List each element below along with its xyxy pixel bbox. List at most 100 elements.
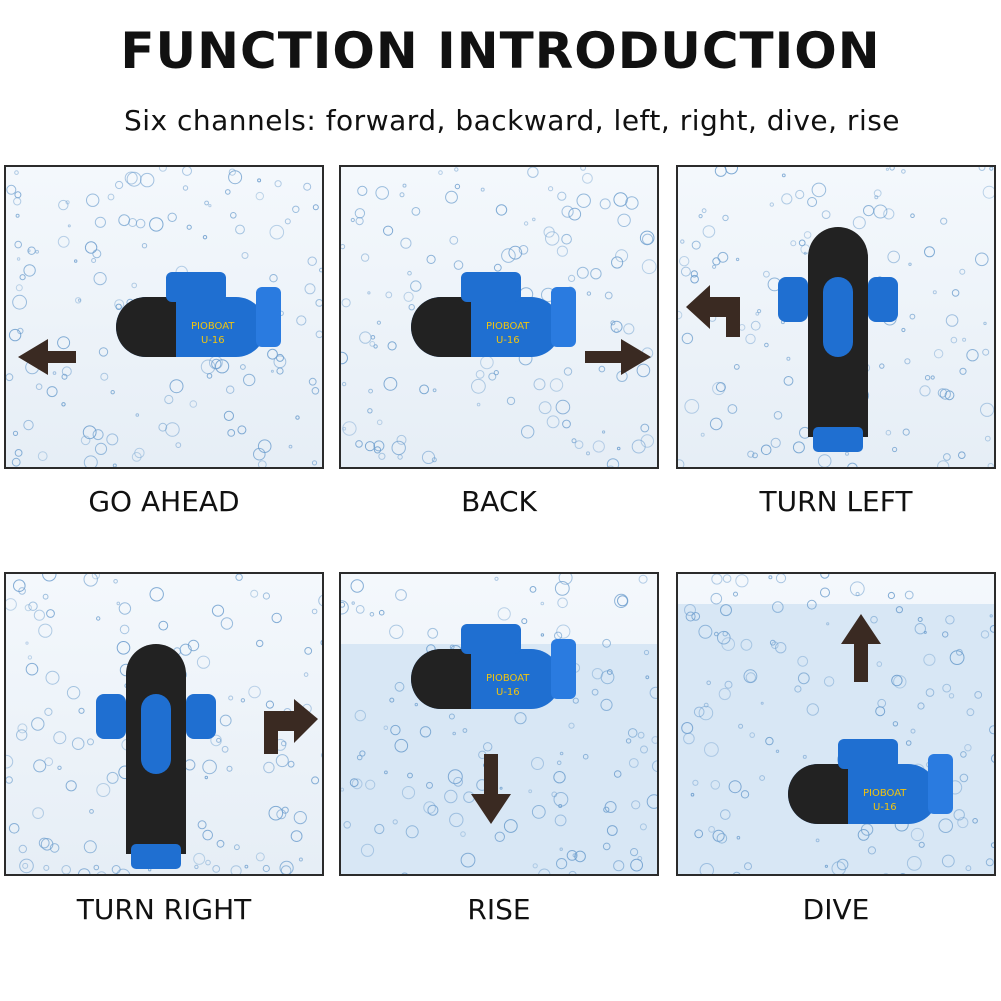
- water-bubble: [93, 864, 100, 871]
- water-bubble: [235, 224, 245, 235]
- water-bubble: [715, 382, 726, 393]
- water-bubble: [427, 627, 439, 639]
- water-bubble: [400, 237, 412, 249]
- water-bubble: [158, 422, 168, 432]
- water-bubble: [243, 373, 256, 387]
- water-bubble: [617, 595, 628, 607]
- turn-right-arrow-icon: [264, 699, 318, 754]
- water-bubble: [698, 624, 713, 639]
- water-bubble: [292, 205, 300, 213]
- water-bubble: [786, 356, 791, 361]
- water-bubble: [494, 576, 499, 581]
- water-bubble: [94, 442, 108, 455]
- water-bubble: [19, 274, 26, 281]
- water-bubble: [745, 333, 756, 345]
- water-bubble: [369, 341, 376, 347]
- water-bubble: [960, 751, 967, 758]
- water-bubble: [202, 829, 213, 841]
- water-bubble: [807, 197, 818, 207]
- water-bubble: [58, 199, 69, 211]
- water-bubble: [315, 299, 322, 307]
- water-bubble: [228, 695, 234, 701]
- water-bubble: [351, 601, 355, 605]
- water-bubble: [643, 649, 650, 656]
- water-bubble: [603, 806, 610, 813]
- model-text: U-16: [496, 335, 520, 346]
- water-bubble: [257, 178, 262, 183]
- water-bubble: [253, 447, 266, 461]
- water-bubble: [602, 638, 612, 648]
- panel-back: PIOBOAT U-16: [339, 165, 659, 469]
- water-bubble: [870, 615, 878, 624]
- panel-label-dive: DIVE: [802, 893, 870, 926]
- water-bubble: [700, 432, 705, 437]
- submarine-front-image: [6, 574, 322, 874]
- water-bubble: [262, 592, 270, 600]
- water-bubble: [368, 388, 374, 394]
- water-bubble: [568, 870, 577, 874]
- water-bubble: [341, 381, 347, 387]
- water-bubble: [538, 401, 552, 415]
- water-bubble: [57, 765, 62, 771]
- water-bubble: [568, 722, 575, 729]
- water-bubble: [773, 411, 783, 420]
- water-bubble: [901, 169, 906, 174]
- submarine-side-image: PIOBOAT U-16: [6, 167, 322, 467]
- water-bubble: [375, 186, 390, 200]
- panel-dive: PIOBOAT U-16: [676, 572, 996, 876]
- water-bubble: [709, 417, 723, 431]
- water-bubble: [307, 256, 317, 266]
- water-bubble: [6, 598, 17, 611]
- water-bubble: [740, 790, 750, 799]
- water-bubble: [158, 167, 167, 172]
- water-bubble: [497, 607, 511, 621]
- water-bubble: [556, 245, 568, 257]
- water-bubble: [6, 184, 17, 195]
- water-bubble: [114, 299, 125, 310]
- water-bubble: [411, 207, 421, 216]
- water-bubble: [276, 809, 287, 820]
- panel-turn-left: [676, 165, 996, 469]
- water-bubble: [118, 214, 131, 227]
- water-bubble: [17, 723, 28, 734]
- water-bubble: [118, 602, 132, 615]
- water-bubble: [554, 814, 567, 827]
- water-bubble: [44, 707, 53, 716]
- water-bubble: [204, 200, 210, 206]
- water-bubble: [735, 257, 740, 262]
- model-text: U-16: [201, 335, 225, 346]
- water-bubble: [135, 413, 140, 417]
- water-bubble: [321, 752, 322, 758]
- water-bubble: [116, 641, 131, 655]
- water-bubble: [35, 383, 43, 390]
- water-bubble: [651, 736, 657, 744]
- water-bubble: [532, 217, 536, 222]
- water-bubble: [186, 224, 192, 230]
- water-bubble: [193, 852, 206, 865]
- water-bubble: [586, 451, 590, 456]
- water-bubble: [586, 291, 592, 296]
- water-bubble: [873, 204, 888, 219]
- water-bubble: [555, 399, 571, 415]
- water-bubble: [951, 289, 960, 297]
- water-bubble: [613, 860, 625, 872]
- water-bubble: [12, 430, 19, 436]
- water-bubble: [559, 847, 563, 851]
- water-bubble: [572, 853, 577, 858]
- water-bubble: [405, 825, 419, 839]
- water-bubble: [710, 592, 723, 605]
- water-bubble: [610, 320, 616, 326]
- water-bubble: [602, 430, 606, 434]
- water-bubble: [11, 457, 21, 467]
- water-bubble: [702, 225, 716, 238]
- water-bubble: [925, 688, 935, 697]
- water-bubble: [717, 251, 729, 263]
- water-bubble: [419, 726, 432, 738]
- water-bubble: [604, 291, 613, 300]
- water-bubble: [965, 865, 972, 872]
- water-bubble: [966, 708, 975, 717]
- water-bubble: [52, 371, 57, 375]
- water-bubble: [279, 860, 294, 874]
- water-bubble: [821, 210, 831, 219]
- water-bubble: [49, 843, 60, 853]
